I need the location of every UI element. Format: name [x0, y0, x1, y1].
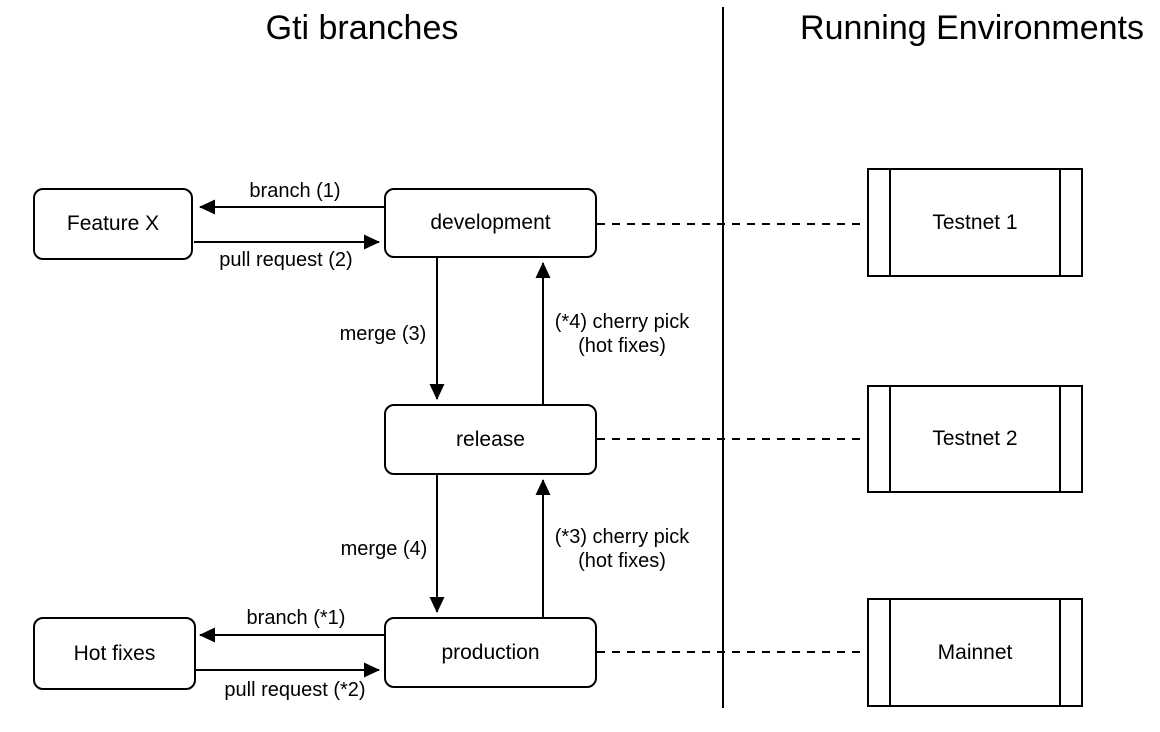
node-label: release	[456, 427, 525, 451]
edge-label-cherry-pick-4: (*4) cherry pick (hot fixes)	[555, 310, 689, 358]
node-label: Mainnet	[937, 640, 1013, 664]
edge-label-branch-1: branch (1)	[249, 180, 341, 202]
node-development: development	[384, 188, 597, 258]
left-section-title: Gti branches	[265, 9, 459, 47]
node-label: development	[430, 211, 551, 234]
node-release: release	[384, 404, 597, 475]
node-label: Testnet 1	[932, 210, 1018, 234]
node-testnet-1: Testnet 1	[867, 168, 1083, 277]
node-feature-x: Feature X	[33, 188, 193, 260]
edge-label-merge-4: merge (4)	[340, 538, 428, 560]
edge-label-line: (*3) cherry pick	[554, 526, 690, 548]
edge-label-pull-request-2: pull request (2)	[219, 249, 353, 271]
env-left-bar	[889, 387, 891, 491]
edge-label-line: (hot fixes)	[578, 335, 666, 357]
node-testnet-2: Testnet 2	[867, 385, 1083, 493]
node-hot-fixes: Hot fixes	[33, 617, 196, 690]
env-right-bar	[1059, 170, 1061, 275]
edge-label-branch-star1: branch (*1)	[246, 607, 346, 629]
edge-label-line: (*4) cherry pick	[554, 311, 690, 333]
env-right-bar	[1059, 387, 1061, 491]
node-label: Testnet 2	[932, 427, 1018, 450]
env-right-bar	[1059, 600, 1061, 705]
right-section-title: Running Environments	[800, 9, 1144, 47]
edge-label-cherry-pick-3: (*3) cherry pick (hot fixes)	[555, 525, 689, 573]
env-left-bar	[889, 170, 891, 275]
node-mainnet: Mainnet	[867, 598, 1083, 707]
node-label: Hot fixes	[73, 641, 156, 665]
node-label: production	[441, 640, 540, 664]
node-production: production	[384, 617, 597, 688]
edge-label-merge-3: merge (3)	[339, 323, 427, 345]
env-left-bar	[889, 600, 891, 705]
edge-label-pull-request-star2: pull request (*2)	[224, 679, 366, 701]
node-label: Feature X	[66, 212, 160, 235]
edge-label-line: (hot fixes)	[578, 550, 666, 572]
